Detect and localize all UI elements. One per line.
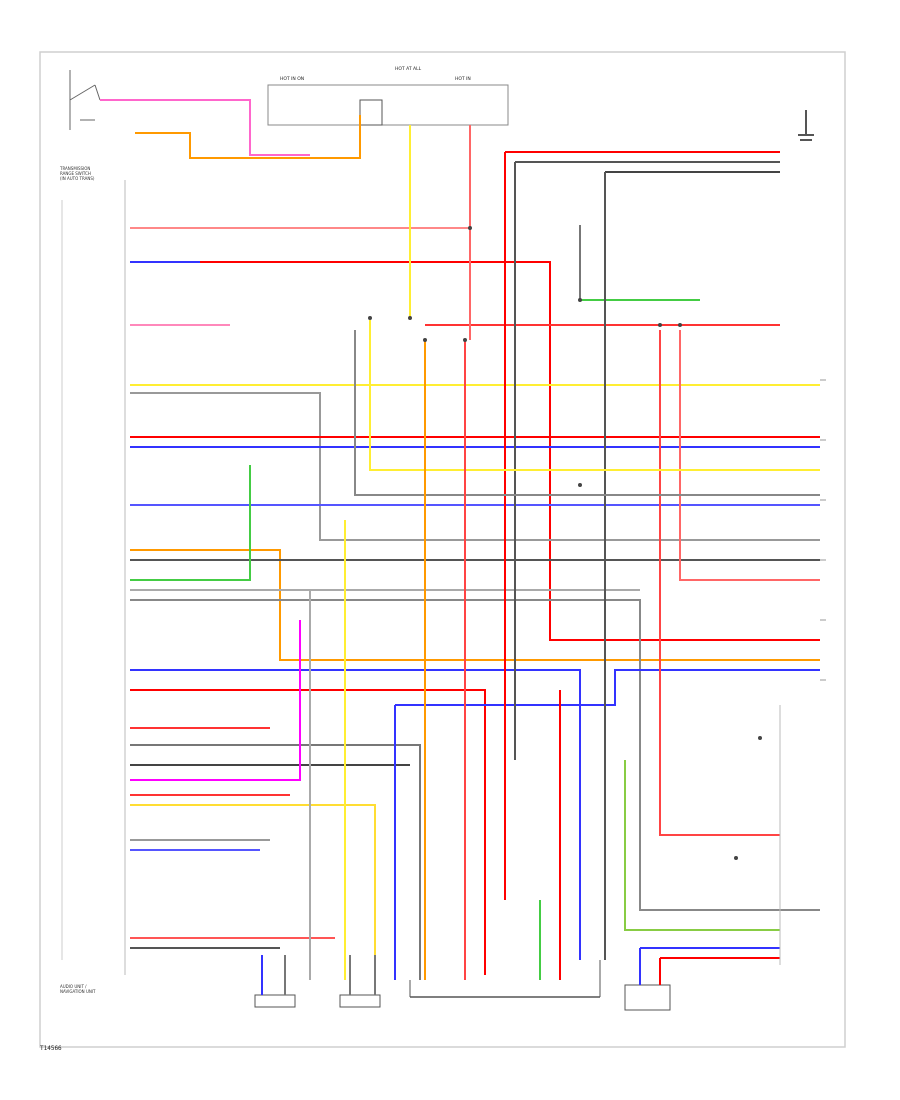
wire-pink-top — [100, 99, 310, 156]
diagram-frame — [39, 51, 846, 1048]
wire-blue-6 — [395, 669, 820, 706]
left-rear-speaker — [254, 955, 296, 1008]
wire-red-4 — [130, 689, 486, 975]
ignition-switch-symbol — [69, 70, 101, 130]
antenna-icon — [798, 110, 814, 141]
wire-gray-1 — [130, 392, 820, 541]
right-rear-speaker — [339, 955, 381, 1008]
horizontal-wires — [100, 99, 820, 980]
wire-blue-4 — [130, 669, 581, 960]
wire-orange-2 — [130, 549, 820, 661]
wire-yellow-2 — [130, 804, 376, 980]
bottom-right-unit — [624, 948, 671, 1011]
right-pin-ticks — [820, 379, 826, 681]
left-module-connector: TRANSMISSION RANGE SWITCH (IN AUTO TRANS… — [59, 166, 126, 994]
wire-red-13 — [679, 330, 820, 581]
svg-text:AUDIO UNIT / NAVIGATION: AUDIO UNIT / NAVIGATION UNIT — [60, 984, 96, 994]
wire-orange-top — [135, 115, 361, 159]
diagram-code: T14566 — [40, 1045, 62, 1052]
wire-red-2 — [130, 261, 820, 641]
vwire-gray-2 — [354, 330, 820, 496]
wire-red-12 — [659, 330, 780, 836]
wire-gray-4 — [130, 744, 421, 980]
wire-green-3 — [624, 760, 780, 931]
wire-gray-3 — [130, 599, 820, 911]
vertical-wires — [309, 125, 820, 980]
wire-green-1 — [130, 465, 251, 581]
fuse-block: HOT IN ON HOT AT ALL HOT IN — [267, 66, 509, 126]
connector-markers — [368, 226, 762, 860]
svg-text:HOT IN: HOT IN — [455, 76, 471, 82]
wire-magenta-1 — [130, 620, 301, 781]
vwire-yellow-2 — [369, 320, 820, 471]
svg-text:TRANSMISSION RANGE SWITC: TRANSMISSION RANGE SWITCH (IN AUTO TRANS… — [59, 166, 95, 181]
svg-text:HOT AT ALL: HOT AT ALL — [395, 66, 422, 72]
svg-text:HOT IN ON: HOT IN ON — [280, 76, 304, 82]
bottom-connector — [409, 960, 601, 998]
